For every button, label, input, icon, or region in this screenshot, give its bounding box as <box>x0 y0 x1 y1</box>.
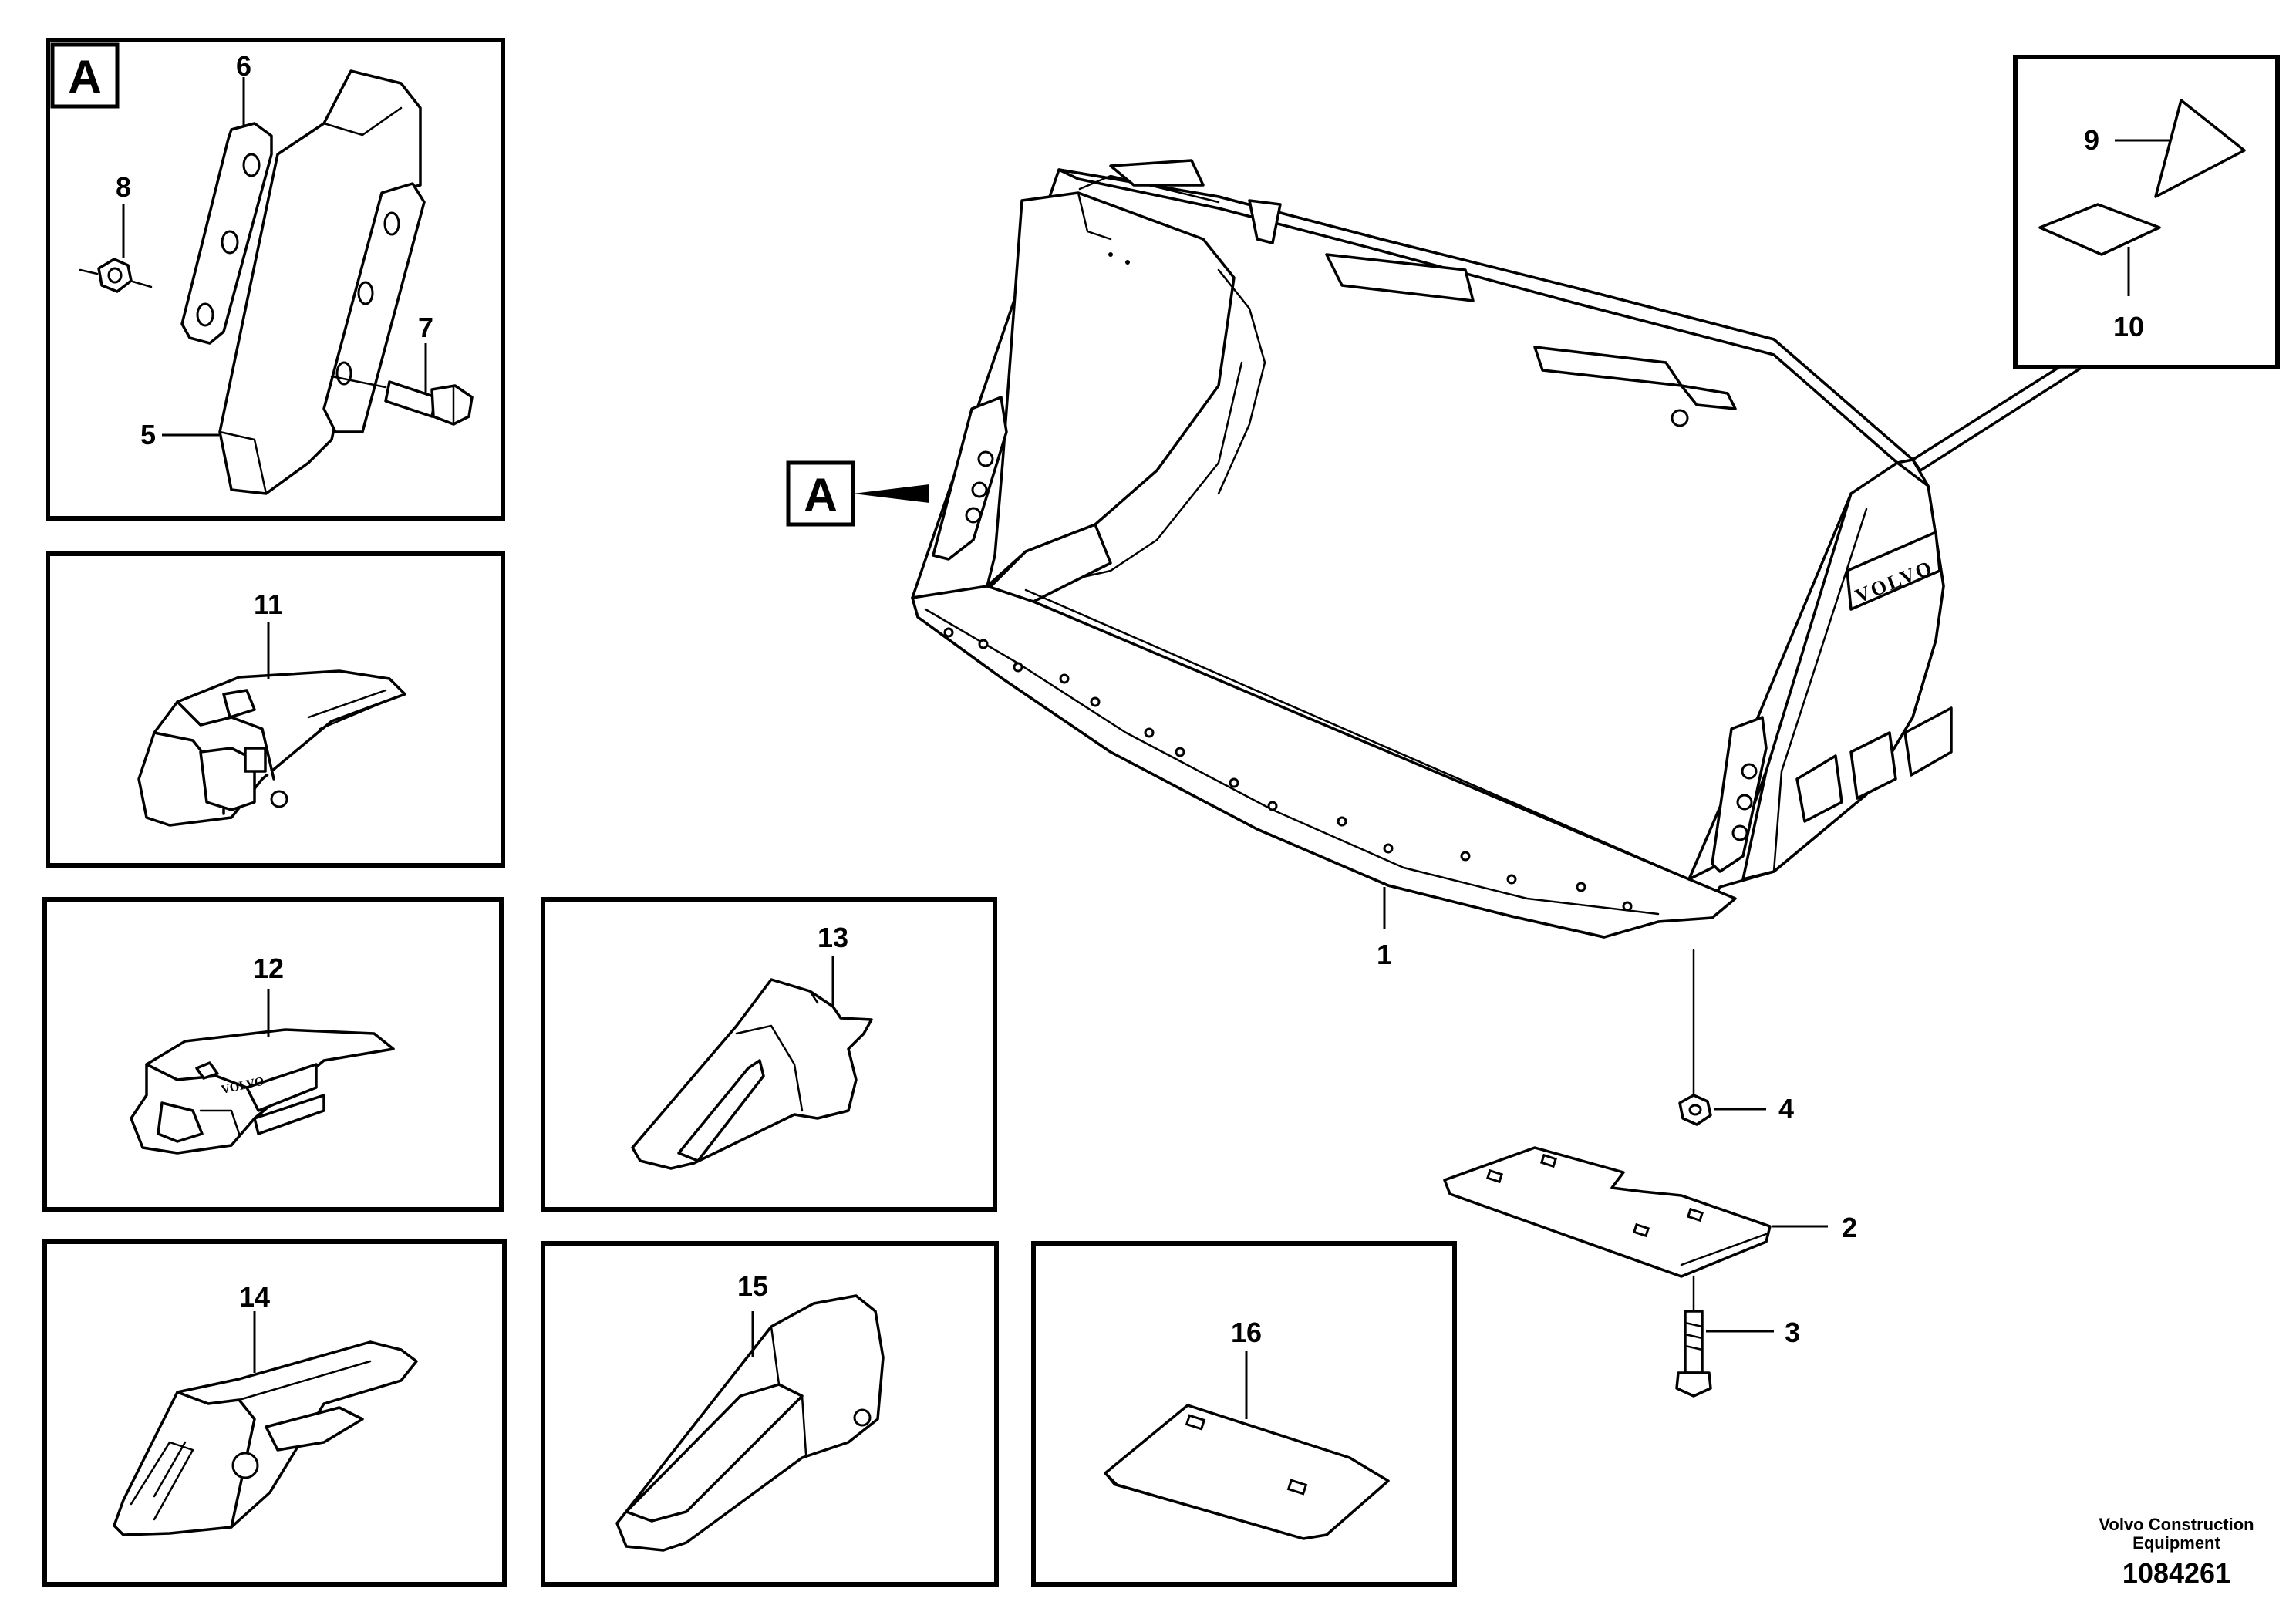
label-1: 1 <box>1377 939 1392 970</box>
tooth-panel-13: 13 <box>541 897 997 1212</box>
wear-plate-6 <box>180 122 273 345</box>
label-16: 16 <box>1231 1317 1262 1348</box>
label-13: 13 <box>818 922 848 953</box>
label-8: 8 <box>116 171 131 203</box>
tooth-panel-12: VOLVO 12 <box>42 897 504 1212</box>
detail-a-panel: A <box>46 38 505 521</box>
label-6: 6 <box>236 50 251 82</box>
wear-plate-panel-16: 16 <box>1031 1241 1457 1587</box>
decal-panel-9-10: 9 10 <box>1911 55 2280 472</box>
tooth-panel-15: 15 <box>541 1241 999 1587</box>
label-15: 15 <box>737 1270 768 1302</box>
label-9: 9 <box>2084 124 2099 156</box>
label-7: 7 <box>418 312 433 343</box>
label-2: 2 <box>1842 1212 1857 1243</box>
detail-a-callout-tag: A <box>804 469 837 521</box>
label-4: 4 <box>1778 1093 1794 1125</box>
label-14: 14 <box>239 1281 270 1313</box>
bolt-7 <box>330 375 474 426</box>
document-number: 1084261 <box>2122 1557 2230 1589</box>
company-name-line2: Equipment <box>2132 1533 2220 1553</box>
cutting-edge-bolt-holes <box>943 627 1633 912</box>
tooth-panel-11: 11 <box>46 551 505 868</box>
label-5: 5 <box>140 419 156 450</box>
footer: Volvo Construction Equipment 1084261 <box>2099 1515 2254 1589</box>
bolt-3: 3 <box>1675 1310 1800 1398</box>
label-3: 3 <box>1785 1317 1800 1348</box>
tooth-panel-14: 14 <box>42 1239 507 1587</box>
label-10: 10 <box>2113 311 2144 342</box>
detail-a-callout: A <box>786 460 929 527</box>
label-12: 12 <box>253 953 284 984</box>
corner-protector-5 <box>218 69 426 495</box>
bucket-assembly: VOLVO <box>911 159 1953 939</box>
nut-8 <box>79 258 153 293</box>
wear-plate-2: 2 <box>1443 1146 1857 1278</box>
detail-a-tag: A <box>68 51 101 103</box>
company-name-line1: Volvo Construction <box>2099 1515 2254 1534</box>
nut-4: 4 <box>1678 1093 1794 1126</box>
label-11: 11 <box>254 588 283 620</box>
